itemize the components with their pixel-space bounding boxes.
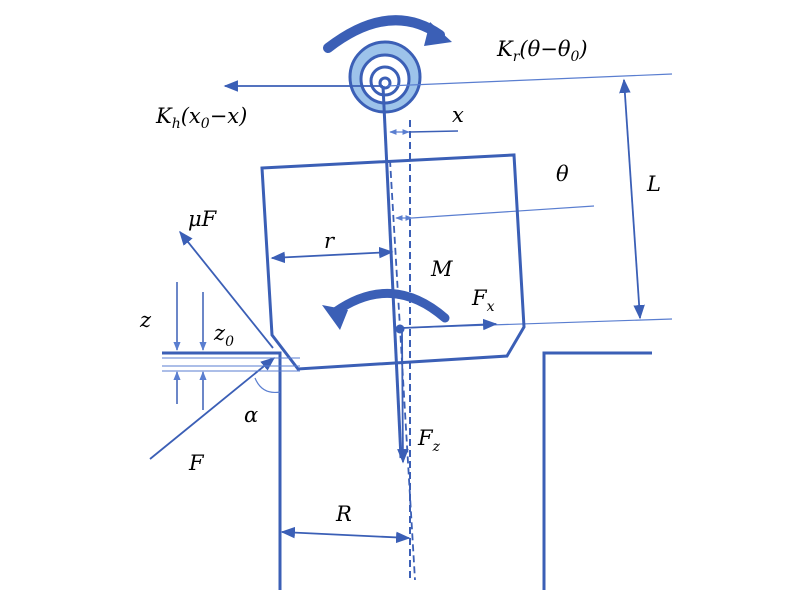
pendulum-rod bbox=[381, 85, 403, 459]
F-label: F bbox=[188, 451, 205, 475]
r-label: r bbox=[324, 229, 336, 253]
Fx-label: Fx bbox=[471, 286, 495, 315]
moment-arrow-icon bbox=[322, 289, 450, 330]
L-label: L bbox=[646, 172, 661, 196]
torsion-spring-icon bbox=[348, 40, 422, 114]
contact-force-arrow bbox=[149, 357, 276, 460]
alpha-label: α bbox=[244, 403, 258, 427]
tilted-pad-body bbox=[260, 153, 526, 371]
kr-torque-label: Kr(θ−θ0) bbox=[496, 37, 588, 65]
Fz-label: Fz bbox=[417, 426, 441, 455]
left-support-wall bbox=[162, 351, 282, 590]
top-reference-line bbox=[386, 73, 673, 87]
M-label: M bbox=[430, 257, 453, 281]
right-support-wall bbox=[542, 351, 652, 590]
kh-force-label: Kh(x0−x) bbox=[155, 104, 247, 132]
fz-force-arrow bbox=[397, 331, 409, 464]
R-label: R bbox=[335, 502, 352, 526]
z0-label: z0 bbox=[213, 321, 234, 350]
friction-force-arrow bbox=[179, 230, 274, 349]
fx-force-arrow bbox=[401, 318, 498, 331]
z-label: z bbox=[139, 308, 152, 332]
spring-rotation-arrow-icon bbox=[323, 15, 452, 53]
theta-label: θ bbox=[556, 162, 569, 186]
r-dimension-arrow bbox=[270, 246, 394, 264]
R-dimension-arrow bbox=[280, 526, 411, 544]
alpha-angle-arc bbox=[254, 377, 281, 394]
theta-leader-line bbox=[411, 205, 595, 219]
muF-label: μF bbox=[188, 207, 218, 231]
x-leader-line bbox=[408, 130, 459, 133]
pivot-point bbox=[395, 324, 405, 334]
x-label: x bbox=[452, 103, 464, 127]
length-dimension-arrow bbox=[619, 78, 645, 320]
